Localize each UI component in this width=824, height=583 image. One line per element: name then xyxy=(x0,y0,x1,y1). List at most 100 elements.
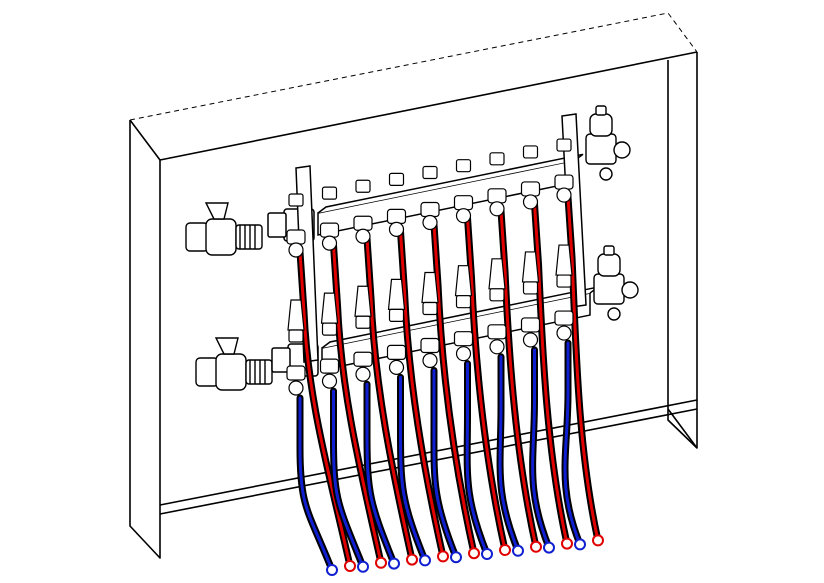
valve-ball-top xyxy=(205,218,237,256)
valve-ball-bottom xyxy=(215,353,247,391)
end-plug-bottom xyxy=(607,307,621,321)
valve-body-bottom xyxy=(195,357,219,387)
top-valve-5 xyxy=(453,195,474,211)
flow-meter-2 xyxy=(354,285,372,317)
top-valve-knob-4 xyxy=(422,214,438,231)
pipe-supply-3 xyxy=(399,229,445,558)
bottom-cap-0 xyxy=(288,329,304,343)
top-cap-5 xyxy=(455,159,472,173)
pipe-return-7 xyxy=(531,348,551,550)
valve-handle-bottom xyxy=(214,337,239,355)
pipe-supply-end-6 xyxy=(530,540,542,553)
flow-meter-1 xyxy=(320,292,339,324)
cabinet-bottom-rail-lower xyxy=(159,408,698,515)
top-cap-1 xyxy=(321,186,338,200)
manifold-inlet-nut-bottom xyxy=(271,347,291,373)
pipe-return-end-4 xyxy=(450,551,462,564)
drain-valve-bottom xyxy=(621,281,639,299)
pipe-supply-end-3 xyxy=(437,550,449,563)
pipe-return-4 xyxy=(432,369,458,559)
bottom-cap-2 xyxy=(355,315,371,329)
bottom-cap-8 xyxy=(556,274,572,288)
pipe-supply-end-4 xyxy=(468,547,480,560)
air-vent-cap-top xyxy=(595,105,607,116)
pipe-return-end-0 xyxy=(326,564,338,576)
bottom-valve-8 xyxy=(554,310,574,326)
pipe-return-5 xyxy=(465,362,489,556)
pipe-return-8 xyxy=(563,341,582,546)
bottom-valve-knob-2 xyxy=(355,366,371,382)
end-caps xyxy=(585,105,639,321)
top-valve-0 xyxy=(286,229,306,245)
bottom-valve-5 xyxy=(453,331,474,347)
pipe-supply-6 xyxy=(499,209,538,549)
pipe-supply-end-8 xyxy=(592,534,604,547)
cabinet-bottom-rail xyxy=(159,399,698,506)
bottom-cap-7 xyxy=(522,281,539,295)
top-valve-knob-2 xyxy=(355,228,371,244)
pipe-supply-4 xyxy=(432,223,476,555)
top-cap-4 xyxy=(422,165,438,180)
valve-body-top xyxy=(185,222,209,252)
pipe-return-1 xyxy=(332,389,365,569)
top-valve-knob-8 xyxy=(556,187,572,203)
pipes xyxy=(296,193,604,576)
top-valve-knob-6 xyxy=(489,201,505,217)
bottom-valve-7 xyxy=(520,317,541,333)
flow-meter-7 xyxy=(521,251,540,283)
top-valve-8 xyxy=(554,174,574,190)
pipe-return-2 xyxy=(365,382,396,566)
pipe-supply-end-5 xyxy=(499,544,511,556)
drain-valve-top xyxy=(613,141,631,159)
top-cap-3 xyxy=(388,172,405,186)
cabinet xyxy=(129,12,698,559)
top-cap-0 xyxy=(288,193,304,207)
top-valve-6 xyxy=(487,188,507,204)
manifold-inlet-nut-top xyxy=(267,212,287,238)
pipe-return-end-8 xyxy=(574,538,586,551)
pipe-supply-end-1 xyxy=(375,556,387,569)
bottom-cap-6 xyxy=(489,288,505,302)
pipe-supply-7 xyxy=(533,202,569,546)
pipe-return-6 xyxy=(498,355,520,553)
pipe-return-0 xyxy=(298,396,334,572)
pipe-supply-end-7 xyxy=(561,537,573,550)
pipe-supply-8 xyxy=(566,195,600,542)
valve-handle-top xyxy=(204,202,229,220)
top-cap-6 xyxy=(489,152,505,166)
flow-meter-3 xyxy=(387,278,406,310)
bottom-cap-4 xyxy=(422,301,438,316)
pipe-return-end-7 xyxy=(543,541,555,554)
bottom-cap-3 xyxy=(388,308,405,322)
cabinet-bottom-right xyxy=(667,408,698,449)
bottom-valve-knob-5 xyxy=(455,346,472,362)
end-plug-top xyxy=(599,167,613,181)
bottom-valve-knob-3 xyxy=(388,359,405,375)
bottom-valve-knob-7 xyxy=(522,332,539,348)
bottom-valve-0 xyxy=(286,365,306,381)
bottom-valve-knob-0 xyxy=(288,380,304,396)
end-fitting-bottom xyxy=(593,273,625,305)
fittings xyxy=(286,138,574,396)
bottom-cap-1 xyxy=(321,322,338,336)
pipe-supply-1 xyxy=(332,243,383,565)
pipe-supply-2 xyxy=(365,236,414,562)
pipe-return-end-6 xyxy=(512,544,524,557)
top-valve-2 xyxy=(353,215,373,231)
bottom-valve-knob-1 xyxy=(321,373,338,389)
top-valve-knob-3 xyxy=(388,221,405,237)
top-valve-knob-0 xyxy=(288,242,304,258)
bottom-valve-3 xyxy=(386,344,407,360)
flow-meter-0 xyxy=(287,299,305,331)
cabinet-top-edge xyxy=(129,12,698,121)
bottom-valve-2 xyxy=(353,351,373,367)
flow-meter-5 xyxy=(454,265,473,297)
cabinet-right-flange xyxy=(667,52,698,449)
top-valve-knob-1 xyxy=(321,235,338,251)
bottom-valve-knob-4 xyxy=(422,352,438,369)
top-valve-7 xyxy=(520,181,541,197)
top-valve-knob-5 xyxy=(455,208,472,224)
air-vent-bottom xyxy=(597,253,621,277)
bottom-cap-5 xyxy=(455,295,472,309)
